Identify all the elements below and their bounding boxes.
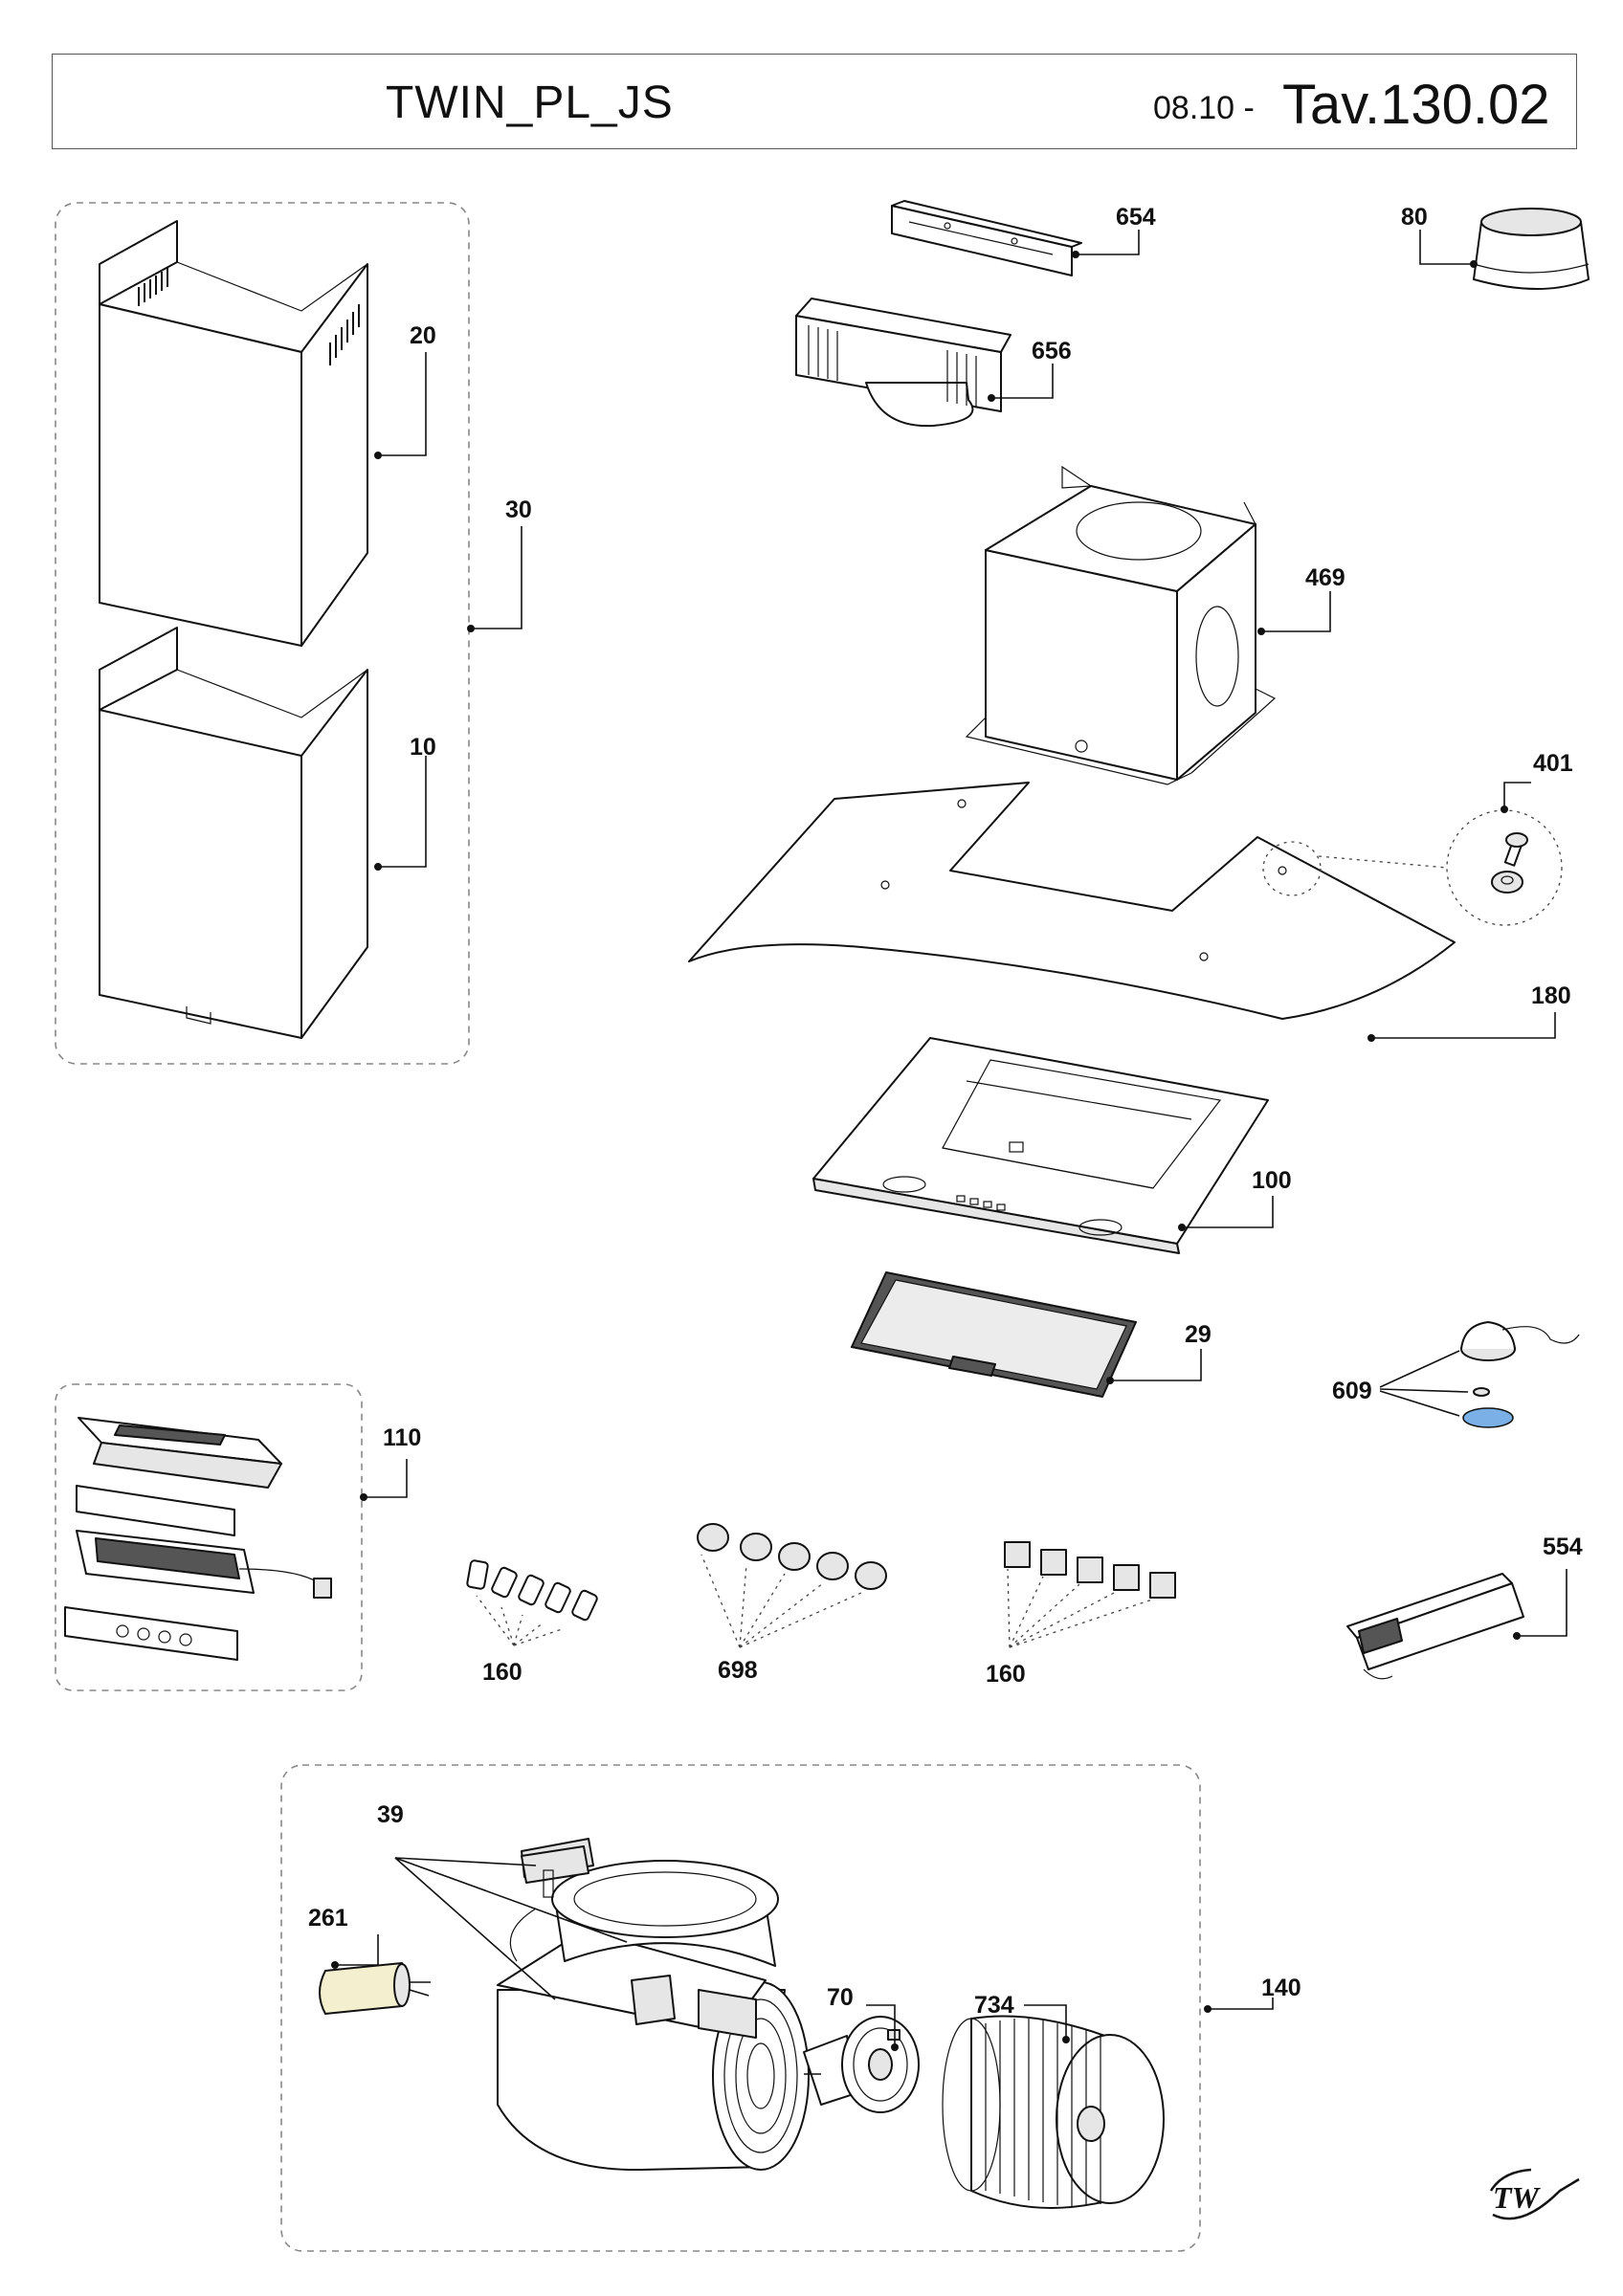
part-number-554: 554 xyxy=(1543,1534,1583,1560)
motor-housing-part xyxy=(965,465,1277,785)
title-frame xyxy=(52,54,1577,149)
part-number-261: 261 xyxy=(308,1905,348,1932)
transformer-part xyxy=(1346,1573,1524,1680)
part-number-140: 140 xyxy=(1261,1975,1301,2001)
fan-motor-part xyxy=(803,2016,920,2113)
exhaust-collar-part xyxy=(1473,208,1590,290)
part-number-734: 734 xyxy=(974,1992,1014,2019)
lamp-assembly-part xyxy=(1379,1321,1580,1428)
hood-body-frame-part xyxy=(812,1037,1269,1254)
part-number-10: 10 xyxy=(410,734,436,761)
upper-chimney-part xyxy=(99,220,368,647)
part-number-20: 20 xyxy=(410,322,436,349)
part-number-656: 656 xyxy=(1032,338,1072,364)
part-number-180: 180 xyxy=(1531,982,1571,1009)
part-number-609: 609 xyxy=(1332,1378,1372,1404)
leader-dots xyxy=(331,251,1521,2051)
part-number-469: 469 xyxy=(1305,564,1345,591)
manufacturer-logo: TW xyxy=(1489,2168,1580,2220)
lower-chimney-part xyxy=(99,627,368,1039)
air-diverter-part xyxy=(795,298,1012,428)
capacitor-part xyxy=(319,1962,431,2015)
part-number-80: 80 xyxy=(1401,204,1428,231)
part-number-70: 70 xyxy=(827,1984,854,2011)
part-number-160-shafts: 160 xyxy=(482,1659,522,1686)
motor-group-frame xyxy=(280,1764,1201,2252)
part-number-30: 30 xyxy=(505,497,532,523)
table-number: Tav.130.02 xyxy=(1282,74,1550,136)
blower-housing-part xyxy=(497,1838,810,2172)
part-number-39: 39 xyxy=(377,1801,404,1828)
control-unit-part xyxy=(64,1417,332,1661)
grease-filter-part xyxy=(851,1271,1137,1398)
curved-glass-canopy-part xyxy=(688,782,1456,1020)
knob-shaft-set-part xyxy=(466,1559,598,1646)
part-number-160-switches: 160 xyxy=(986,1661,1026,1688)
knob-set-part xyxy=(697,1523,887,1648)
leader-lines xyxy=(335,230,1567,2047)
logo-lettering: TW xyxy=(1493,2180,1542,2215)
fan-wheel-part xyxy=(942,2015,1165,2209)
glass-screw-detail-part xyxy=(1318,809,1563,926)
model-title: TWIN_PL_JS xyxy=(386,77,674,128)
part-number-698: 698 xyxy=(718,1657,758,1684)
wall-bracket-part xyxy=(891,200,1082,276)
chimney-group-frame xyxy=(55,202,470,1065)
switch-set-part xyxy=(1004,1541,1176,1648)
part-number-29: 29 xyxy=(1185,1321,1212,1348)
part-number-100: 100 xyxy=(1252,1167,1292,1194)
part-number-401: 401 xyxy=(1533,750,1573,777)
part-number-654: 654 xyxy=(1116,204,1156,231)
revision-date: 08.10 - xyxy=(1153,90,1255,126)
part-number-110: 110 xyxy=(383,1424,421,1451)
motor-bracket-part xyxy=(521,1845,589,1898)
